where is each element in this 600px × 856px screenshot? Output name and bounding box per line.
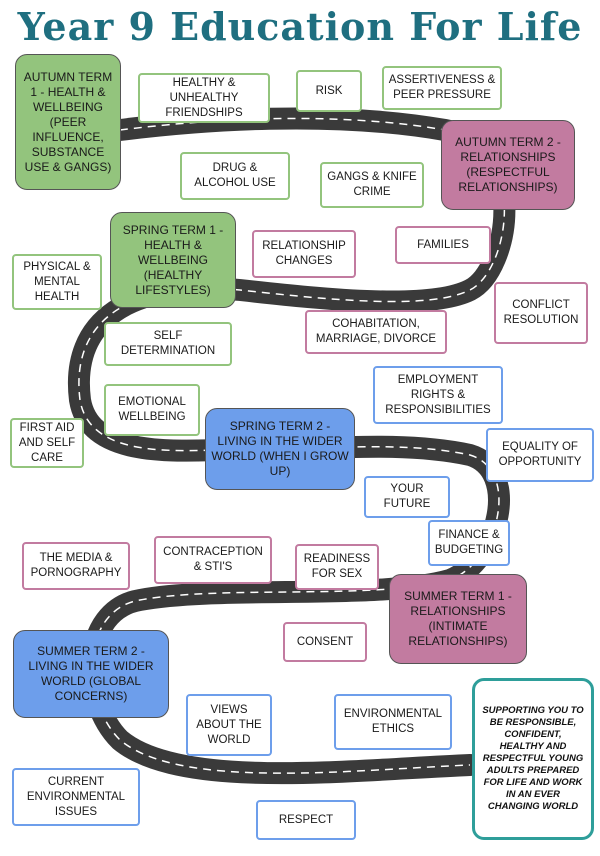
term-spring-2: SPRING TERM 2 - LIVING IN THE WIDER WORL…	[205, 408, 355, 490]
term-spring-2-label: SPRING TERM 2 - LIVING IN THE WIDER WORL…	[211, 419, 349, 478]
topic-gangs-label: GANGS & KNIFE CRIME	[327, 171, 417, 198]
term-autumn-1-label: AUTUMN TERM 1 - HEALTH & WELLBEING (PEER…	[23, 69, 113, 174]
topic-risk-label: RISK	[315, 84, 343, 97]
topic-families-label: FAMILIES	[417, 238, 469, 251]
term-summer-1-label: SUMMER TERM 1 - RELATIONSHIPS (INTIMATE …	[404, 589, 512, 648]
topic-conflict: CONFLICT RESOLUTION	[494, 282, 588, 344]
topic-self-determination-label: SELF DETERMINATION	[120, 330, 216, 357]
topic-healthy-friendships-label: HEALTHY & UNHEALTHY FRIENDSHIPS	[165, 76, 243, 119]
summary-text: SUPPORTING YOU TO BE RESPONSIBLE, CONFID…	[482, 705, 584, 812]
topic-physical-mental: PHYSICAL & MENTAL HEALTH	[12, 254, 102, 310]
topic-drug-alcohol-label: DRUG & ALCOHOL USE	[194, 162, 276, 189]
topic-your-future-label: YOUR FUTURE	[383, 483, 431, 510]
topic-first-aid: FIRST AID AND SELF CARE	[10, 418, 84, 468]
topic-respect: RESPECT	[256, 800, 356, 840]
topic-media: THE MEDIA & PORNOGRAPHY	[22, 542, 130, 590]
topic-gangs: GANGS & KNIFE CRIME	[320, 162, 424, 208]
topic-contraception-label: CONTRACEPTION & STI'S	[163, 546, 263, 573]
topic-equality-label: EQUALITY OF OPPORTUNITY	[498, 441, 582, 468]
topic-your-future: YOUR FUTURE	[364, 476, 450, 518]
topic-employment-label: EMPLOYMENT RIGHTS & RESPONSIBILITIES	[385, 373, 491, 416]
topic-cohabitation-label: COHABITATION, MARRIAGE, DIVORCE	[315, 318, 437, 345]
term-autumn-2: AUTUMN TERM 2 - RELATIONSHIPS (RESPECTFU…	[441, 120, 575, 210]
topic-employment: EMPLOYMENT RIGHTS & RESPONSIBILITIES	[373, 366, 503, 424]
topic-first-aid-label: FIRST AID AND SELF CARE	[18, 421, 76, 464]
topic-cohabitation: COHABITATION, MARRIAGE, DIVORCE	[305, 310, 447, 354]
term-summer-1: SUMMER TERM 1 - RELATIONSHIPS (INTIMATE …	[389, 574, 527, 664]
topic-drug-alcohol: DRUG & ALCOHOL USE	[180, 152, 290, 200]
topic-readiness-label: READINESS FOR SEX	[303, 553, 371, 580]
topic-finance: FINANCE & BUDGETING	[428, 520, 510, 566]
topic-physical-mental-label: PHYSICAL & MENTAL HEALTH	[23, 260, 91, 303]
topic-consent-label: CONSENT	[296, 635, 354, 648]
topic-emotional-label: EMOTIONAL WELLBEING	[118, 396, 186, 423]
topic-respect-label: RESPECT	[278, 813, 334, 826]
topic-relationship-changes-label: RELATIONSHIP CHANGES	[262, 240, 346, 267]
topic-assertiveness-label: ASSERTIVENESS & PEER PRESSURE	[388, 74, 496, 101]
topic-self-determination: SELF DETERMINATION	[104, 322, 232, 366]
term-spring-1-label: SPRING TERM 1 - HEALTH & WELLBEING (HEAL…	[122, 222, 224, 297]
topic-views-world: VIEWS ABOUT THE WORLD	[186, 694, 272, 756]
topic-emotional: EMOTIONAL WELLBEING	[104, 384, 200, 436]
page-title: Year 9 Education For Life	[17, 4, 583, 49]
topic-views-world-label: VIEWS ABOUT THE WORLD	[196, 703, 262, 746]
term-summer-2-label: SUMMER TERM 2 - LIVING IN THE WIDER WORL…	[28, 644, 154, 703]
topic-families: FAMILIES	[395, 226, 491, 264]
topic-env-ethics-label: ENVIRONMENTAL ETHICS	[343, 708, 443, 735]
topic-risk: RISK	[296, 70, 362, 112]
topic-current-env-label: CURRENT ENVIRONMENTAL ISSUES	[26, 775, 126, 818]
topic-media-label: THE MEDIA & PORNOGRAPHY	[30, 552, 122, 579]
summary-box: SUPPORTING YOU TO BE RESPONSIBLE, CONFID…	[472, 678, 594, 840]
topic-assertiveness: ASSERTIVENESS & PEER PRESSURE	[382, 66, 502, 110]
topic-finance-label: FINANCE & BUDGETING	[434, 529, 504, 556]
term-autumn-2-label: AUTUMN TERM 2 - RELATIONSHIPS (RESPECTFU…	[455, 135, 561, 194]
term-summer-2: SUMMER TERM 2 - LIVING IN THE WIDER WORL…	[13, 630, 169, 718]
topic-equality: EQUALITY OF OPPORTUNITY	[486, 428, 594, 482]
topic-healthy-friendships: HEALTHY & UNHEALTHY FRIENDSHIPS	[138, 73, 270, 123]
topic-contraception: CONTRACEPTION & STI'S	[154, 536, 272, 584]
topic-env-ethics: ENVIRONMENTAL ETHICS	[334, 694, 452, 750]
term-autumn-1: AUTUMN TERM 1 - HEALTH & WELLBEING (PEER…	[15, 54, 121, 190]
topic-conflict-label: CONFLICT RESOLUTION	[503, 299, 579, 326]
term-spring-1: SPRING TERM 1 - HEALTH & WELLBEING (HEAL…	[110, 212, 236, 308]
topic-current-env: CURRENT ENVIRONMENTAL ISSUES	[12, 768, 140, 826]
topic-consent: CONSENT	[283, 622, 367, 662]
topic-relationship-changes: RELATIONSHIP CHANGES	[252, 230, 356, 278]
topic-readiness: READINESS FOR SEX	[295, 544, 379, 590]
